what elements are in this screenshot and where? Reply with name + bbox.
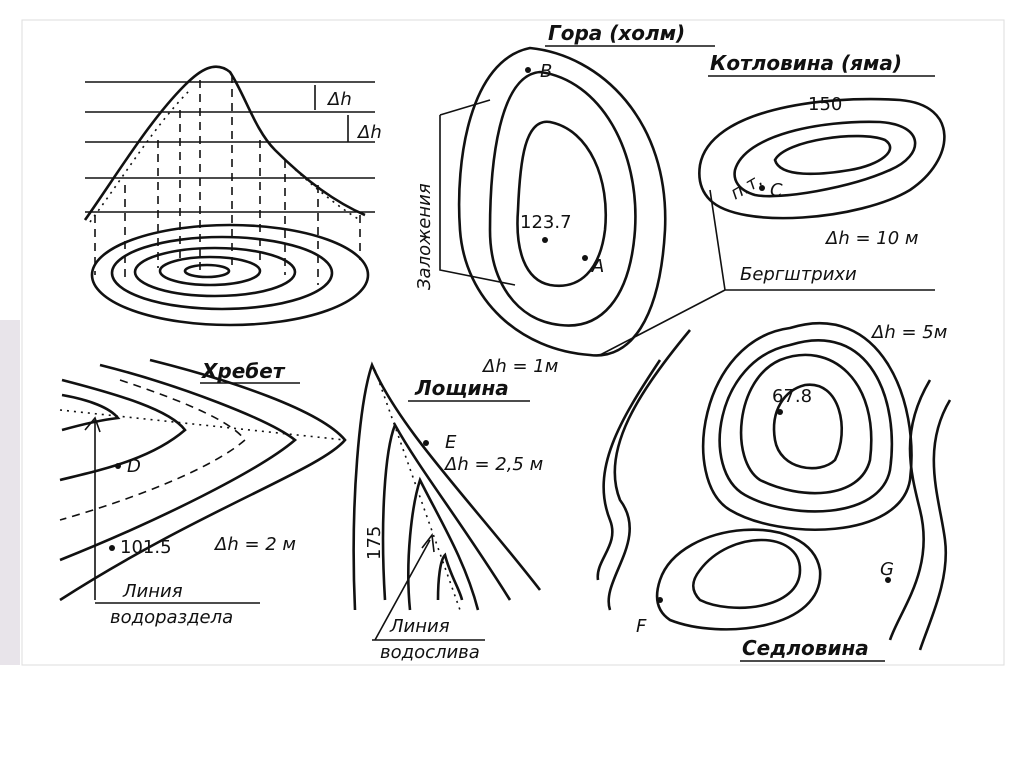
ridge-title: Хребет bbox=[200, 359, 286, 383]
ridge-diagram: Хребет D 101.5 Δh = 2 м Линия водораздел… bbox=[59, 358, 347, 628]
hill-height: 123.7 bbox=[520, 212, 572, 233]
hill-diagram: Гора (холм) B 123.7 A Заложения Δh = 1м bbox=[414, 21, 715, 377]
watershed-line-label-2: водораздела bbox=[110, 607, 233, 628]
point-b: B bbox=[540, 61, 552, 82]
contour-150: 150 bbox=[808, 94, 842, 115]
delta-h-label: Δh bbox=[356, 122, 382, 143]
basin-delta-h: Δh = 10 м bbox=[824, 228, 918, 249]
point-e: E bbox=[445, 432, 457, 453]
hollow-title: Лощина bbox=[414, 376, 509, 400]
thalweg-line-label: Линия bbox=[389, 616, 450, 637]
saddle-diagram: Δh = 5м 67.8 G F Седловина bbox=[596, 321, 952, 662]
point-d: D bbox=[127, 456, 141, 477]
bergshtrikhi-label: Бергштрихи bbox=[740, 264, 857, 285]
point-c: C bbox=[770, 180, 783, 201]
saddle-title: Седловина bbox=[742, 636, 869, 660]
watershed-line-label: Линия bbox=[122, 581, 183, 602]
point-a: A bbox=[591, 256, 604, 277]
zalozheniya-label: Заложения bbox=[414, 183, 435, 290]
contour-175: 175 bbox=[364, 526, 385, 560]
hill-title: Гора (холм) bbox=[548, 21, 685, 45]
ridge-height: 101.5 bbox=[120, 537, 172, 558]
delta-h-label: Δh bbox=[326, 89, 352, 110]
thalweg-line-label-2: водослива bbox=[380, 642, 480, 663]
basin-title: Котловина (яма) bbox=[710, 51, 902, 75]
hollow-diagram: Лощина E Δh = 2,5 м 175 Линия водослива bbox=[352, 361, 543, 663]
saddle-delta-h: Δh = 5м bbox=[870, 322, 947, 343]
saddle-height: 67.8 bbox=[772, 386, 812, 407]
basin-diagram: Котловина (яма) 150 п.т. C Δh = 10 м Бер… bbox=[599, 51, 946, 356]
hill-delta-h: Δh = 1м bbox=[481, 356, 558, 377]
hollow-delta-h: Δh = 2,5 м bbox=[443, 454, 543, 475]
point-f: F bbox=[636, 616, 647, 637]
point-g: G bbox=[880, 559, 894, 580]
hill-profile: Δh Δh bbox=[83, 65, 382, 327]
ridge-delta-h: Δh = 2 м bbox=[213, 534, 296, 555]
